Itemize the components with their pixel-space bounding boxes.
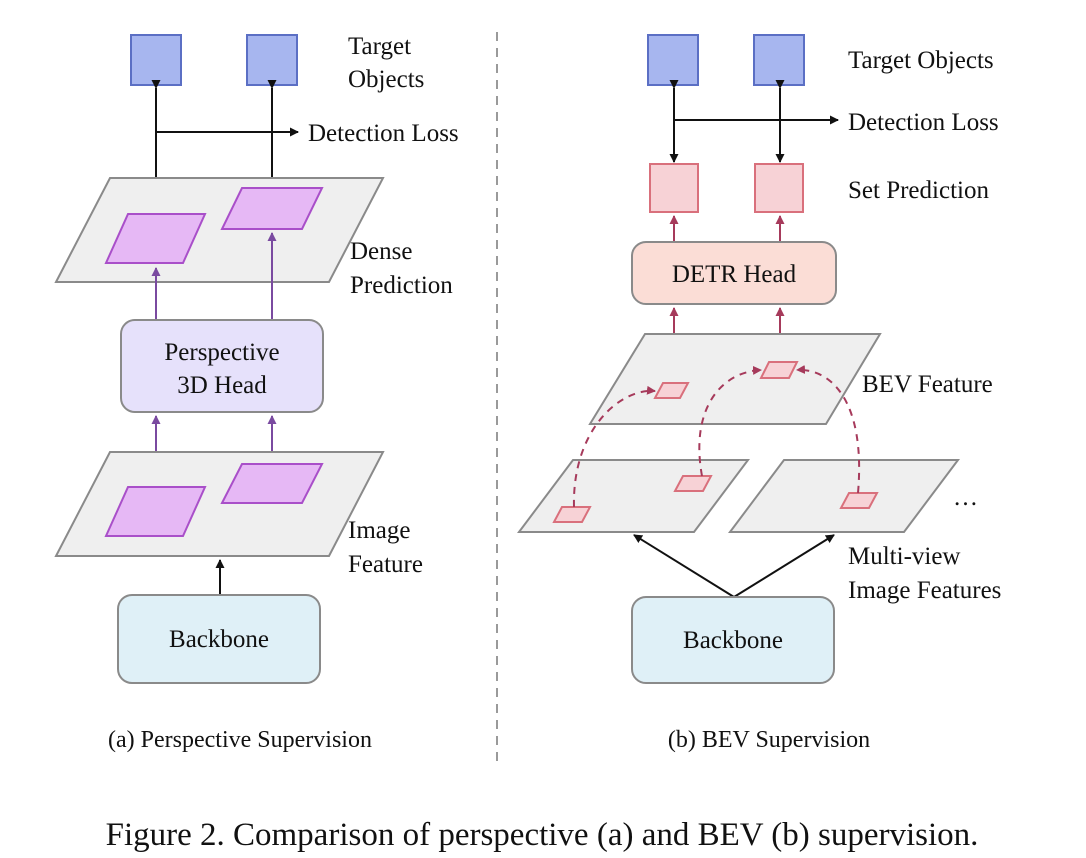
backbone-box-b [631,596,835,684]
figure-caption: Figure 2. Comparison of perspective (a) … [106,817,979,853]
panel-a: Target Objects Detection Loss Dense Pred… [54,33,459,753]
perspective-3d-head-box [120,319,324,413]
target-objects-label-a-line1: Target [348,33,411,60]
target-object-box-a1 [130,34,182,86]
bev-feature-plane [588,333,882,425]
backbone-label-a: Backbone [169,626,269,653]
target-object-box-b2 [753,34,805,86]
target-objects-label-a-line2: Objects [348,66,424,93]
image-feature-box-2 [220,463,324,504]
image-feature-label-line2: Feature [348,551,423,578]
perspective-3d-head-label-line1: Perspective [164,339,279,366]
dense-prediction-box-1 [104,213,207,264]
detection-loss-label-a: Detection Loss [308,120,459,147]
sampling-arc-3 [796,365,861,494]
bev-feature-label: BEV Feature [862,371,993,398]
image-feature-label-line1: Image [348,517,410,544]
backbone-to-view-arrow-1 [633,534,735,598]
target-object-box-a2 [246,34,298,86]
backbone-label-b: Backbone [683,627,783,654]
dense-prediction-plane [54,177,385,283]
multiview-plane-2 [728,459,960,533]
detection-loss-label-b: Detection Loss [848,109,999,136]
image-feature-box-1 [104,486,207,537]
caption-b: (b) BEV Supervision [668,727,870,753]
caption-a: (a) Perspective Supervision [108,727,372,753]
set-prediction-box-1 [649,163,699,213]
detr-head-box [631,241,837,305]
bev-query-box-2 [759,361,799,379]
image-sample-box-1 [552,506,592,523]
dense-prediction-label-line2: Prediction [350,272,453,299]
target-objects-label-b: Target Objects [848,47,994,74]
set-prediction-label: Set Prediction [848,177,989,204]
dense-prediction-box-2 [220,187,324,230]
multiview-label-line1: Multi-view [848,543,961,570]
backbone-to-view-arrow-2 [733,534,835,598]
dense-prediction-label-line1: Dense [350,238,412,265]
perspective-3d-head-label-line2: 3D Head [177,372,267,399]
target-object-box-b1 [647,34,699,86]
sampling-arc-1 [572,385,656,508]
panel-b: Target Objects Detection Loss Set Predic… [517,34,1001,753]
ellipsis-label: … [953,484,978,511]
multiview-label-line2: Image Features [848,577,1001,604]
bev-query-box-1 [653,382,690,399]
backbone-box-a [117,594,321,684]
set-prediction-box-2 [754,163,804,213]
detr-head-label: DETR Head [672,261,797,288]
image-sample-box-3 [839,492,879,509]
sampling-arc-2 [698,365,762,477]
image-feature-plane [54,451,385,557]
